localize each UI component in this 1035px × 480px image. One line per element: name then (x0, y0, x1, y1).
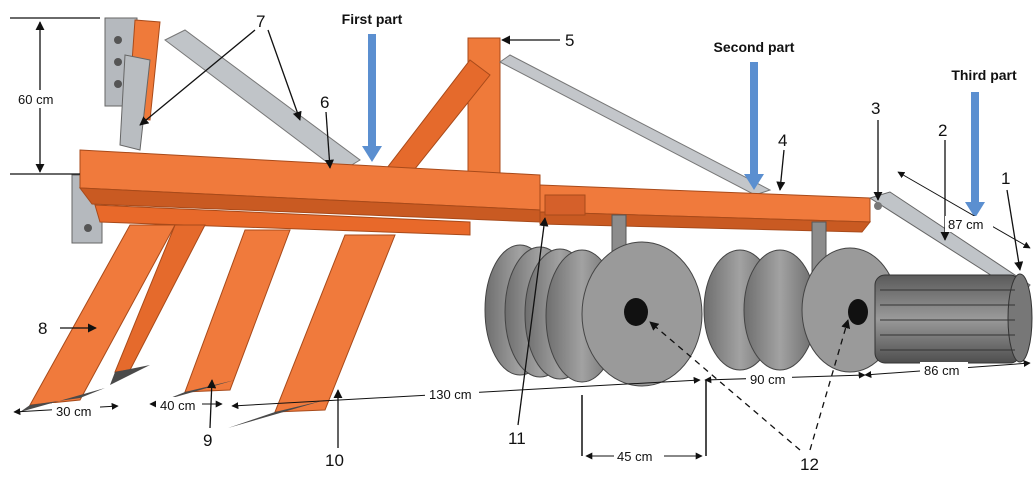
dim-30cm: 30 cm (56, 404, 91, 419)
dim-90cm: 90 cm (750, 372, 785, 387)
first-part-label: First part (342, 11, 403, 27)
dim-130cm: 130 cm (429, 387, 472, 402)
dim-45cm: 45 cm (617, 449, 652, 464)
label-3: 3 (871, 99, 880, 118)
dim-60cm: 60 cm (18, 92, 53, 107)
label-2: 2 (938, 121, 947, 140)
label-6: 6 (320, 93, 329, 112)
label-7: 7 (256, 12, 265, 31)
tine-3 (184, 229, 291, 393)
disc-gang (484, 241, 899, 387)
part-titles: First part Second part Third part (342, 11, 1017, 83)
third-part-label: Third part (951, 67, 1017, 83)
dim-40cm: 40 cm (160, 398, 195, 413)
packer-roller (874, 273, 1033, 364)
number-labels: 1 2 3 4 5 6 7 8 9 10 11 12 (38, 12, 1010, 474)
label-4: 4 (778, 131, 787, 150)
tine-4 (274, 234, 396, 413)
dim-86cm: 86 cm (924, 363, 959, 378)
label-12: 12 (800, 455, 819, 474)
top-link-bar (499, 54, 772, 196)
leader-lines (10, 17, 1031, 460)
first-part-arrow (362, 34, 382, 162)
label-10: 10 (325, 451, 344, 470)
dimension-labels: 60 cm 87 cm 30 cm 40 cm 130 cm 90 cm 86 … (14, 90, 993, 464)
label-5: 5 (565, 31, 574, 50)
label-11: 11 (508, 429, 526, 448)
label-1: 1 (1001, 169, 1010, 188)
a-frame-post (467, 37, 501, 176)
third-part-arrow (965, 92, 985, 218)
machine-drawing (20, 17, 1033, 428)
label-8: 8 (38, 319, 47, 338)
mast-strut (164, 29, 361, 173)
tine-1 (29, 224, 176, 406)
dim-87cm: 87 cm (948, 217, 983, 232)
second-part-arrow (744, 62, 764, 190)
label-9: 9 (203, 431, 212, 450)
second-part-label: Second part (714, 39, 795, 55)
